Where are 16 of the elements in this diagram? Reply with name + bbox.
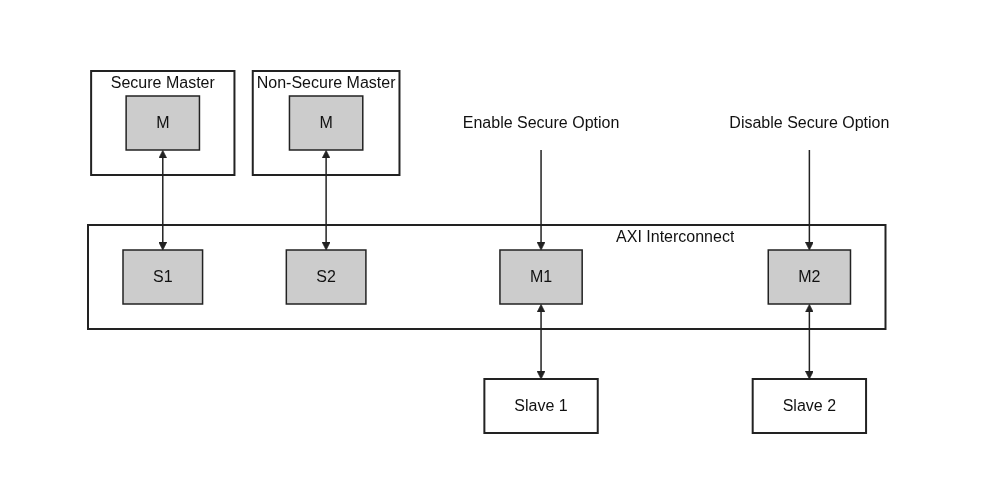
- arrow: [158, 150, 167, 251]
- arrow: [536, 304, 546, 380]
- arrow: [804, 304, 814, 380]
- node-box: M: [125, 95, 200, 151]
- arrow: [321, 150, 331, 251]
- node-box: S1: [122, 249, 204, 305]
- node-box: Slave 1: [483, 378, 599, 434]
- node-box: S2: [285, 249, 367, 305]
- node-box: M2: [767, 249, 851, 305]
- node-text: Enable Secure Option: [462, 114, 620, 131]
- node-text: Disable Secure Option: [729, 114, 890, 131]
- arrow: [804, 149, 814, 251]
- node-box: M: [288, 95, 364, 151]
- node-box: Slave 2: [751, 378, 867, 434]
- arrow: [536, 149, 546, 251]
- node-box: M1: [498, 249, 583, 305]
